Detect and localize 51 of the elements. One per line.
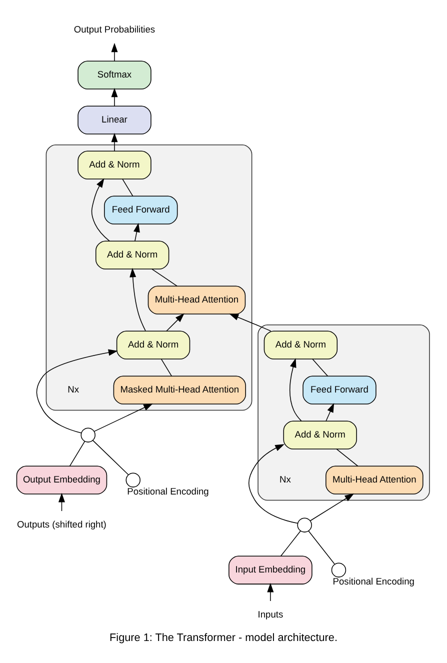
arrow	[58, 492, 65, 512]
node-text: Output Probabilities	[74, 24, 156, 34]
node-box: Feed Forward	[302, 376, 376, 404]
connector	[92, 440, 129, 476]
arrow	[91, 178, 110, 242]
node-box: Output Embedding	[16, 466, 108, 494]
arrow	[310, 494, 354, 522]
connector	[152, 268, 178, 286]
node-box: Add & Norm	[95, 240, 170, 270]
node-box: Masked Multi-Head Attention	[113, 376, 246, 404]
connector	[122, 178, 134, 196]
node-box: Add & Norm	[116, 330, 190, 360]
arrow	[134, 222, 140, 242]
node-label: Nx	[68, 384, 80, 394]
node-box: Add & Norm	[283, 420, 357, 450]
node-circle	[331, 562, 346, 578]
arrow	[130, 268, 146, 332]
node-box: Multi-Head Attention	[326, 466, 424, 494]
arrow	[229, 314, 272, 332]
arrow	[248, 444, 298, 524]
caption: Figure 1: The Transformer - model architecture.	[110, 632, 338, 644]
arrow	[111, 42, 118, 62]
arrow	[111, 88, 118, 106]
node-box: Multi-Head Attention	[148, 286, 246, 314]
node-box: Add & Norm	[78, 150, 152, 180]
node-box: Add & Norm	[264, 330, 338, 360]
node-box: Feed Forward	[104, 196, 178, 224]
node-text: Inputs	[258, 609, 284, 620]
connector	[160, 358, 172, 376]
node-text: Outputs (shifted right)	[17, 519, 106, 530]
connector	[280, 530, 301, 556]
arrow	[326, 402, 334, 422]
arrow	[267, 582, 274, 602]
connector	[308, 530, 335, 564]
node-circle	[297, 518, 312, 532]
arrow	[36, 349, 118, 434]
node-box: Linear	[78, 106, 152, 134]
arrow	[111, 132, 118, 152]
node-circle	[80, 428, 96, 442]
node-circle	[126, 472, 140, 488]
connector	[69, 440, 86, 466]
arrow	[290, 358, 302, 422]
node-label: Positional Encoding	[127, 486, 209, 497]
arrow	[94, 404, 153, 432]
connector	[336, 448, 358, 466]
node-label: Nx	[279, 474, 291, 484]
node-box: Softmax	[78, 60, 152, 90]
node-box: Input Embedding	[228, 556, 312, 584]
node-label: Positional Encoding	[332, 576, 414, 587]
connector	[312, 358, 328, 376]
arrow	[166, 313, 184, 332]
